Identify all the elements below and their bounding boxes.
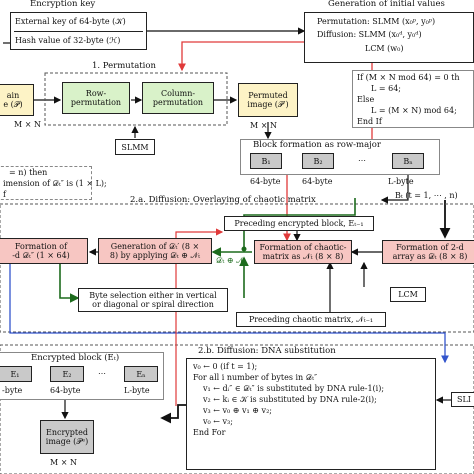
initial-to-permutation-arrow (178, 41, 304, 72)
chaotic-matrix-box: Formation of chaotic- matrix as 𝒩ₜ (8 × … (254, 240, 352, 264)
permutation-region (44, 72, 228, 126)
prev-encrypted-box: Preceding encrypted block, Eₜ₋₁ (224, 216, 374, 231)
diffusion-b-region (0, 344, 474, 474)
condition-line2: L = 64; (371, 84, 401, 93)
chaotic-line1: Formation of chaotic- (259, 243, 347, 252)
blocks-to-bt-arrow (380, 175, 409, 204)
block-b1: B₁ (250, 153, 282, 169)
enc-block-en: Eₙ (124, 366, 158, 382)
row-permutation-box: Row- permutation (62, 82, 130, 114)
condition-box: If (M × N mod 64) = 0 th L = 64; Else L … (352, 70, 474, 128)
dna-line-1: For all i number of bytes in 𝒟ₜ″ (193, 373, 318, 382)
generation-to-bytesel-green (59, 263, 80, 303)
plain-image-line1: ain (6, 91, 20, 100)
block-size-2: 64-byte (302, 177, 333, 186)
left-note-line3: f (3, 190, 6, 199)
byte-selection-box: Byte selection either in vertical or dia… (78, 288, 228, 312)
encryption-key-box: External key of 64-byte (𝒦) Hash value o… (10, 12, 147, 50)
permuted-line1: Permuted (248, 91, 288, 100)
encrypted-block-title: Encrypted block (Eₜ) (31, 353, 120, 363)
array-formation-box: Formation of 2-d array as 𝒟ₜ (8 × 8) (382, 240, 474, 264)
dna-line-2: v₁ ← dᵢ″ ∈ 𝒟ₜ″ is substituted by DNA rul… (203, 384, 385, 393)
initial-values-box: Permutation: SLMM (x₀ᵖ, y₀ᵖ) Diffusion: … (304, 12, 474, 63)
generation-line2: 8) by applying 𝒟ₜ ⊕ 𝒩ₜ (109, 251, 201, 260)
enc-block-e1: E₁ (0, 366, 32, 382)
permuted-line2: image (𝒫′) (247, 100, 289, 109)
generation-box: Generation of 𝒟ₜ′ (8 × 8) by applying 𝒟ₜ… (98, 238, 212, 264)
formation-d-line1: Formation of (14, 242, 68, 251)
left-note-line1: = n) then (9, 168, 48, 177)
enc-size-n: L-byte (124, 386, 150, 395)
column-permutation-box: Column- permutation (142, 82, 214, 114)
block-ellipsis: ⋯ (358, 156, 366, 165)
chaotic-line2: matrix as 𝒩ₜ (8 × 8) (262, 252, 344, 261)
permuted-dims: M × N (250, 121, 277, 130)
dna-line-4: v₃ ← v₀ ⊕ v₁ ⊕ v₂; (203, 406, 272, 415)
generation-line1: Generation of 𝒟ₜ′ (8 × (110, 242, 200, 251)
hash-value-label: Hash value of 32-byte (ℋ) (15, 36, 121, 45)
bt-label: Bₜ (t = 1, ⋯ , n) (395, 191, 458, 200)
dna-line-5: v₀ ← v₃; (203, 417, 233, 426)
condition-line4: L = (M × N) mod 64; (371, 106, 457, 115)
plain-image-box: ain e (𝒫) (0, 84, 34, 116)
block-size-n: L-byte (388, 177, 414, 186)
external-key-label: External key of 64-byte (𝒦) (15, 17, 126, 26)
lcm-box: LCM (390, 287, 426, 302)
encrypted-line1: Encrypted (45, 428, 88, 437)
left-note-box: = n) then imension of 𝒟ₜ″ is (1 × L); f (0, 166, 107, 200)
formation-d-line2: -d 𝒟ₜ″ (1 × 64) (12, 251, 70, 260)
slmm-box: SLMM (115, 139, 155, 155)
byte-sel-line2: or diagonal or spiral direction (92, 300, 214, 309)
prev-chaotic-box: Preceding chaotic matrix, 𝒩ₜ₋₁ (236, 312, 386, 327)
enc-block-ellipsis: ⋯ (98, 369, 106, 378)
slm-box: SLI (451, 392, 474, 407)
diffusion-b-title: 2.b. Diffusion: DNA substitution (198, 346, 336, 356)
dna-substitution-box: v₀ ← 0 (if t = 1); For all i number of b… (186, 358, 436, 470)
dna-line-3: v₂ ← kᵢ ∈ 𝒦 is substituted by DNA rule-2… (203, 395, 377, 404)
plain-image-dims: M × N (14, 120, 41, 129)
diffusion-a-region (0, 203, 474, 333)
green-loop-top (243, 198, 356, 249)
condition-line1: If (M × N mod 64) = 0 th (357, 73, 460, 82)
enc-size-2: 64-byte (50, 386, 81, 395)
encrypted-line2: image (𝒫ᵉ) (45, 437, 89, 446)
array-line1: Formation of 2-d (396, 243, 464, 252)
dna-line-0: v₀ ← 0 (if t = 1); (193, 362, 258, 371)
block-size-1: 64-byte (250, 177, 281, 186)
formation-d-box: Formation of -d 𝒟ₜ″ (1 × 64) (0, 238, 88, 264)
array-line2: array as 𝒟ₜ (8 × 8) (392, 252, 468, 261)
block-b2: B₂ (302, 153, 334, 169)
formation-to-dna-blue (9, 263, 449, 364)
encryption-key-title: Encryption key (30, 0, 96, 9)
encrypted-feedback-red (175, 228, 224, 406)
xor-label: 𝒟ₜ ⊕ 𝒩ₜ (216, 256, 246, 265)
initial-permutation: Permutation: SLMM (x₀ᵖ, y₀ᵖ) (317, 17, 436, 26)
initial-values-title: Generation of initial values (328, 0, 445, 9)
encrypted-dims: M × N (50, 458, 77, 467)
diffusion-a-title: 2.a. Diffusion: Overlaying of chaotic ma… (130, 195, 316, 205)
initial-diffusion: Diffusion: SLMM (x₀ᵈ, y₀ᵈ) (317, 30, 422, 39)
enc-size-1: -byte (2, 386, 23, 395)
condition-line5: End If (357, 117, 382, 126)
enc-block-e2: E₂ (50, 366, 84, 382)
permuted-image-box: Permuted image (𝒫′) (238, 83, 298, 117)
left-note-line2: imension of 𝒟ₜ″ is (1 × L); (3, 179, 107, 188)
block-formation-title: Block formation as row-major (253, 140, 381, 150)
plain-image-line2: e (𝒫) (3, 100, 23, 109)
dna-line-6: End For (193, 428, 226, 437)
encrypted-image-box: Encrypted image (𝒫ᵉ) (40, 420, 94, 454)
dna-to-encrypted-arrow (160, 404, 186, 424)
permutation-label: 1. Permutation (92, 61, 156, 71)
byte-sel-line1: Byte selection either in vertical (89, 291, 217, 300)
block-bn: Bₙ (392, 153, 424, 169)
condition-line3: Else (357, 95, 375, 104)
initial-lcm: LCM (w₀) (365, 44, 404, 53)
